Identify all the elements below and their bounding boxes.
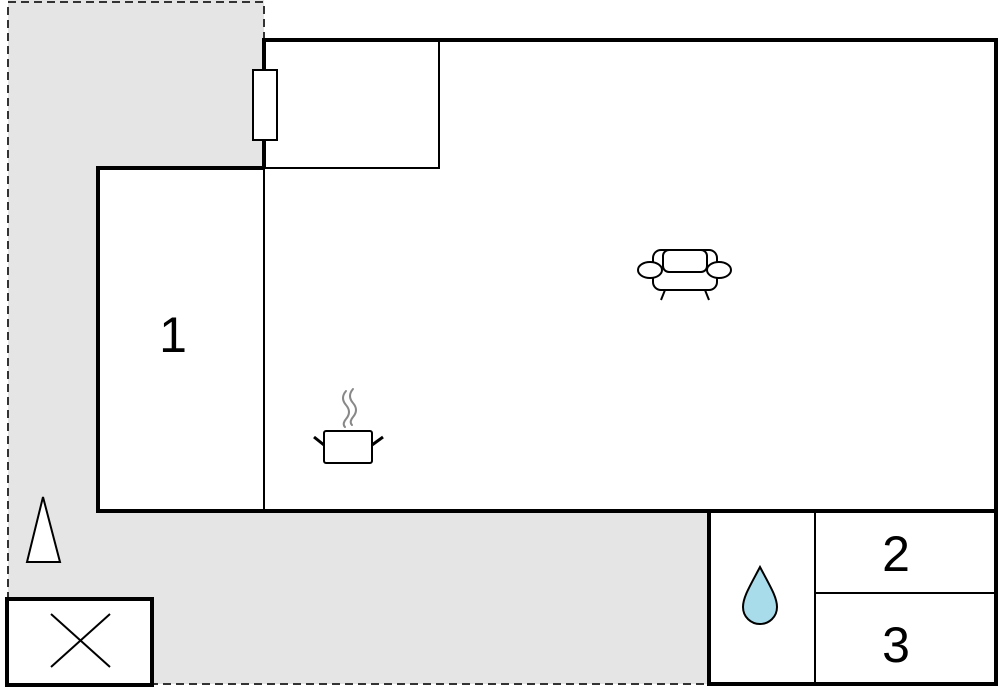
water-drop-icon xyxy=(741,564,779,626)
room-2-label: 2 xyxy=(882,526,910,582)
entry-closet-wall xyxy=(264,40,440,169)
sofa-icon xyxy=(637,249,732,301)
bathroom-wall xyxy=(707,509,998,686)
cross-box-icon xyxy=(5,597,154,687)
north-arrow-icon xyxy=(25,496,62,563)
walls xyxy=(96,38,998,686)
terrace-fill xyxy=(8,0,709,684)
door-icon xyxy=(252,69,278,141)
terrace-dashed-border xyxy=(7,1,709,685)
cooking-pot-icon xyxy=(313,388,384,464)
room-3-label: 3 xyxy=(882,617,910,673)
outdoor-area xyxy=(7,0,709,685)
room-1-label: 1 xyxy=(159,307,187,363)
